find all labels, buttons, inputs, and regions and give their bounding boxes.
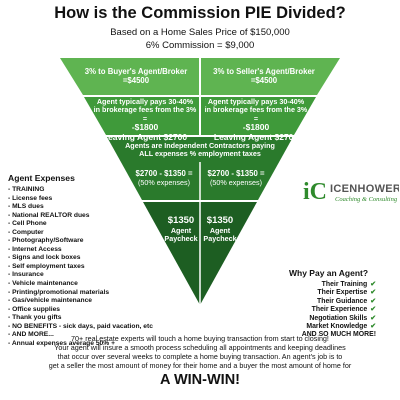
why-item-label: Their Expertise (317, 289, 368, 297)
expense-item: - Annual expenses average 50% + (8, 339, 115, 347)
check-icon: ✔ (370, 281, 376, 288)
funnel-row1-right (201, 58, 340, 95)
row3-right-text: $2700 - $1350 = (50% expenses) (207, 169, 265, 187)
why-list: Their Training✔Their Expertise✔Their Gui… (266, 281, 376, 331)
funnel-row1-left (60, 58, 199, 95)
logo-mark: iC (303, 179, 327, 204)
row4-right-text: $1350 Agent Paycheck (203, 215, 237, 244)
win-win-heading: A WIN-WIN! (160, 372, 240, 388)
why-item: Market Knowledge✔ (266, 323, 376, 331)
subtitle-sales-price: Based on a Home Sales Price of $150,000 (110, 27, 290, 38)
page-title: How is the Commission PIE Divided? (54, 4, 346, 22)
expense-item: - Office supplies (8, 305, 61, 313)
row2-right-text: Agent typically pays 30-40% in brokerage… (204, 97, 308, 142)
expense-item: - Printing/promotional materials (8, 288, 110, 296)
why-closing: AND SO MUCH MORE! (301, 331, 376, 338)
why-item-label: Their Guidance (317, 297, 368, 305)
row3-header-text: Agents are Independent Contractors payin… (125, 141, 275, 159)
expense-item: - AND MORE... (8, 331, 54, 339)
funnel-row2-right (201, 97, 316, 135)
why-title: Why Pay an Agent? (289, 268, 369, 278)
expense-item: - Signs and lock boxes (8, 254, 81, 262)
expense-item: - TRAINING (8, 186, 45, 193)
why-item-label: Their Experience (311, 306, 368, 314)
why-item-label: Negotiation Skills (309, 314, 368, 322)
row1-right-text: 3% to Seller's Agent/Broker =$4500 (213, 67, 315, 85)
icenhower-logo: iC ICENHOWER Coaching & Consulting (303, 178, 400, 205)
why-item: Their Training✔ (266, 281, 376, 289)
expense-item: - Insurance (8, 271, 44, 279)
check-icon: ✔ (370, 306, 376, 314)
check-icon: ✔ (370, 323, 376, 331)
row3-left-text: $2700 - $1350 = (50% expenses) (135, 169, 193, 187)
expense-item: - NO BENEFITS - sick days, paid vacation… (8, 322, 153, 330)
expense-item: - Thank you gifts (8, 314, 62, 322)
expense-item: - License fees (8, 194, 53, 202)
why-item: Their Experience✔ (266, 306, 376, 314)
row4-left-text: $1350 Agent Paycheck (164, 215, 198, 244)
check-icon: ✔ (370, 297, 376, 305)
funnel-row2-left (84, 97, 199, 135)
why-item-label: Their Training (321, 281, 368, 288)
check-icon: ✔ (370, 314, 376, 322)
footer-text: 70+ real estate experts will touch a hom… (48, 334, 352, 370)
subtitle-commission: 6% Commission = $9,000 (145, 40, 255, 51)
row2-left-text: Agent typically pays 30-40% in brokerage… (93, 97, 197, 142)
expenses-list: - TRAINING- License fees- MLS dues- Nati… (8, 186, 153, 348)
expense-item: - Vehicle maintenance (8, 280, 78, 288)
expense-item: - MLS dues (8, 203, 44, 211)
expense-item: - Gas/vehicle maintenance (8, 297, 93, 305)
row1-left-text: 3% to Buyer's Agent/Broker =$4500 (84, 67, 188, 85)
expense-item: - Photography/Software (8, 237, 84, 245)
why-item: Their Guidance✔ (266, 298, 376, 306)
check-icon: ✔ (370, 289, 376, 297)
logo-tagline: Coaching & Consulting (335, 196, 398, 203)
expense-item: - Self employment taxes (8, 262, 85, 270)
expenses-title: Agent Expenses (8, 173, 75, 183)
why-item: Negotiation Skills✔ (266, 315, 376, 323)
why-item-label: Market Knowledge (306, 323, 368, 331)
why-item: Their Expertise✔ (266, 289, 376, 297)
expense-item: - Cell Phone (8, 220, 47, 228)
logo-name: ICENHOWER (330, 183, 399, 195)
expense-item: - Computer (8, 228, 44, 236)
expense-item: - National REALTOR dues (8, 211, 90, 219)
expense-item: - Internet Access (8, 245, 62, 253)
